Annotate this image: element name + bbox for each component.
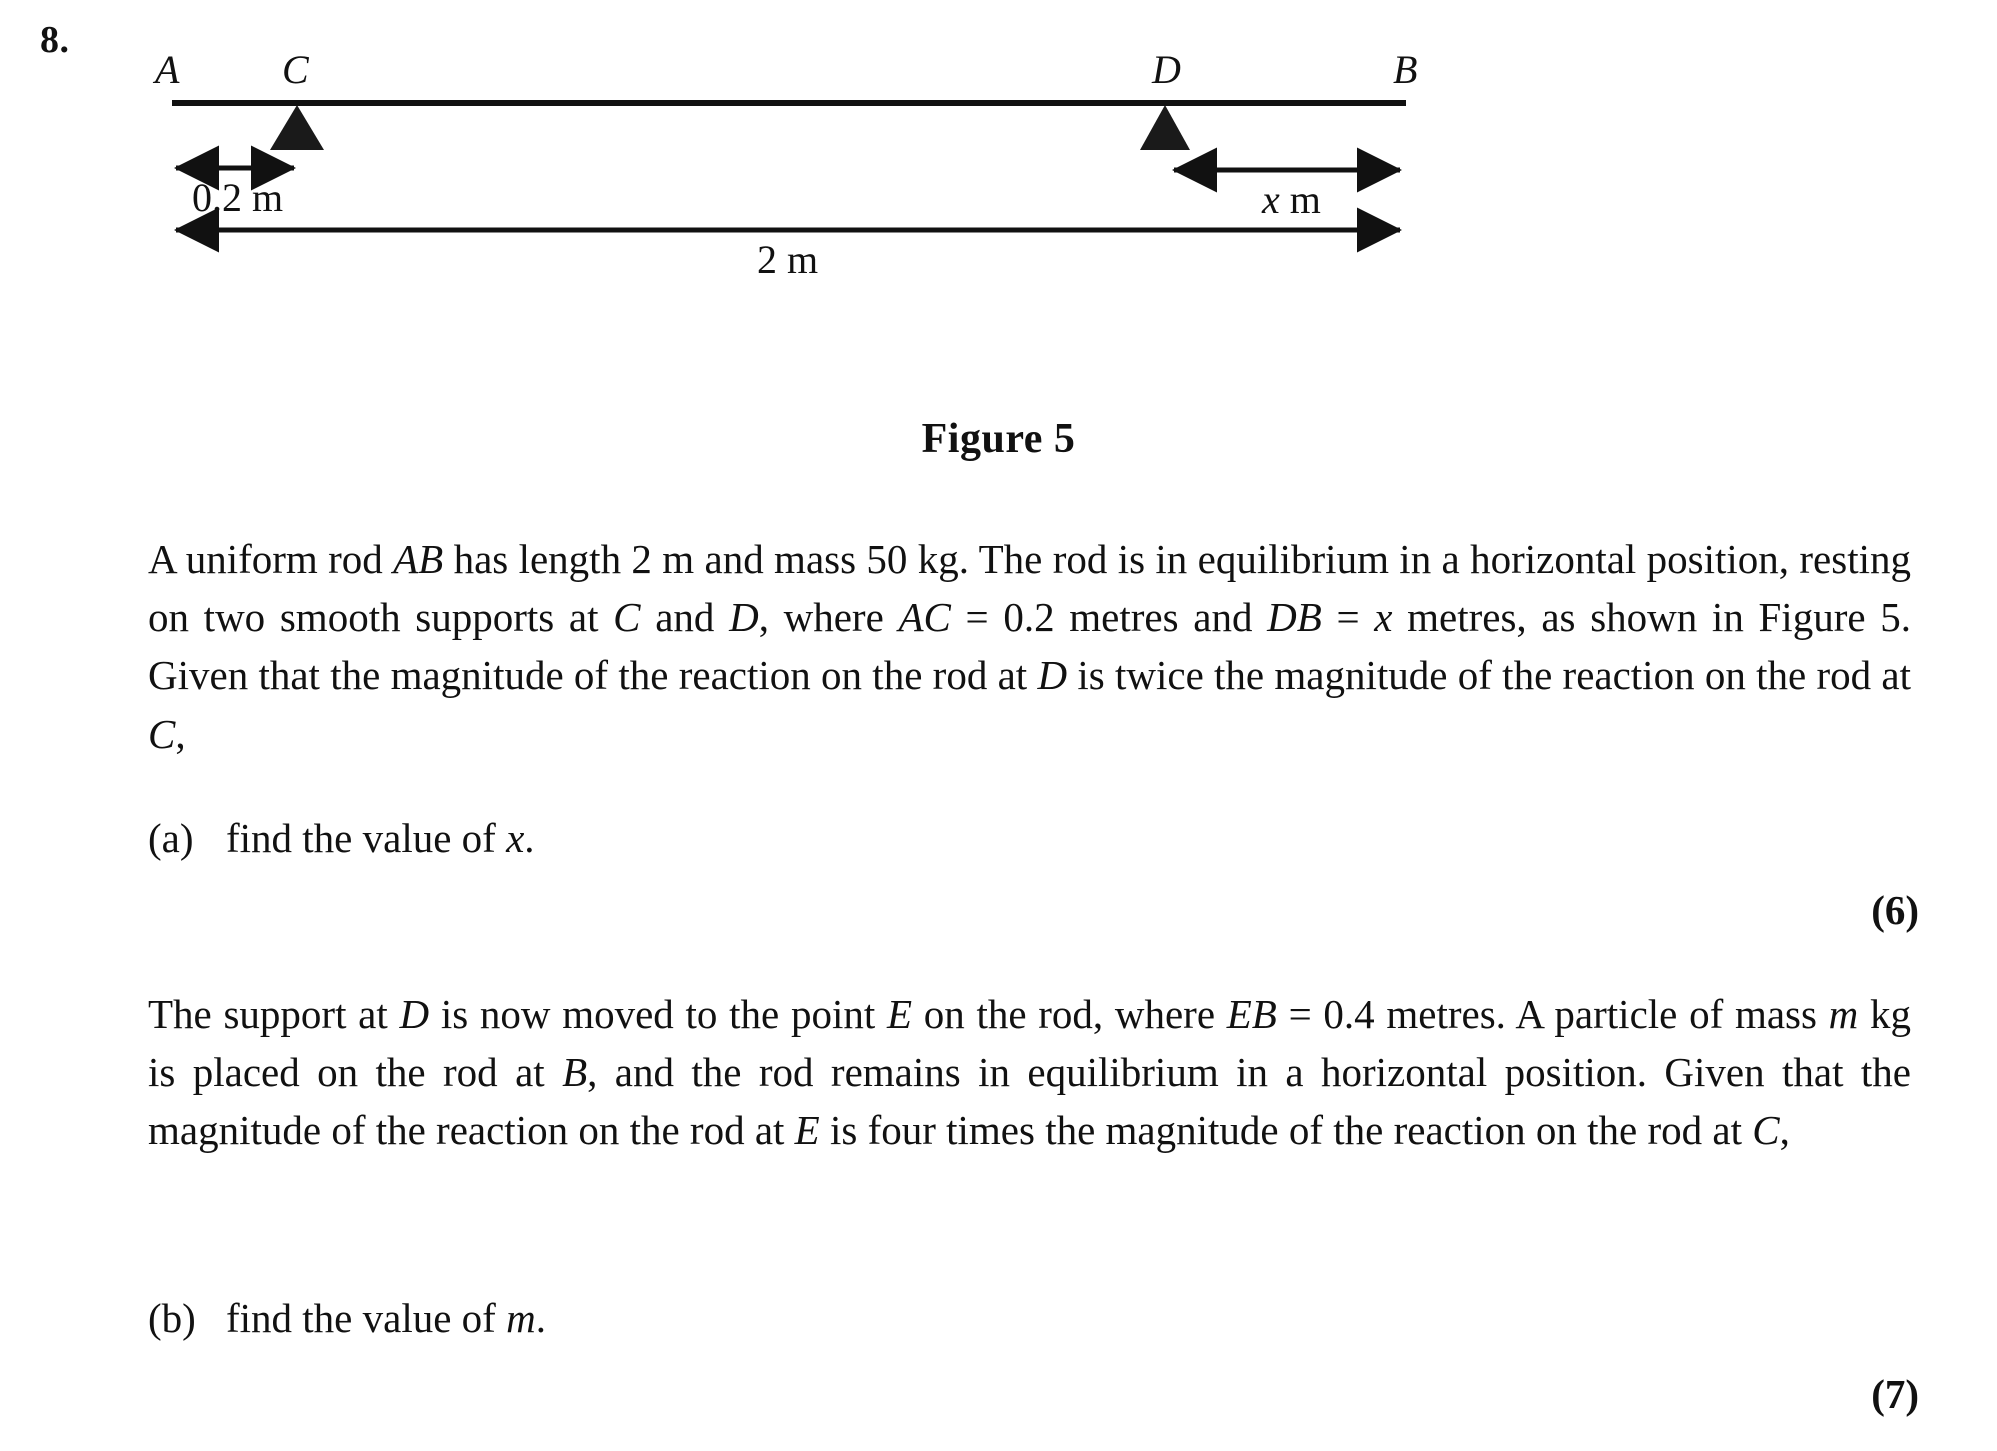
part-b-label: (b) [148, 1295, 196, 1341]
stem-text-8: is twice the magnitude of the reaction o… [1067, 652, 1911, 699]
stem-var-d2: D [1037, 652, 1068, 699]
stem-var-c2: C [148, 710, 176, 757]
point-label-b: B [1393, 47, 1418, 92]
stem-var-d: D [729, 594, 759, 641]
stem-text-7: metres, as shown in Figure 5. Given that… [148, 594, 1911, 699]
part-a-label: (a) [148, 815, 194, 861]
dimension-label-db-unit: m [1289, 177, 1321, 222]
part-a-marks: (6) [1871, 887, 1919, 933]
part-b-line: (b) find the value of m. [148, 1292, 546, 1345]
figure-caption: Figure 5 [921, 416, 1076, 462]
support-triangle-c [270, 105, 324, 150]
stem-var-db: DB [1267, 594, 1322, 641]
second-var-eb: EB [1226, 991, 1277, 1037]
second-var-e2: E [794, 1107, 820, 1154]
second-var-d: D [399, 991, 430, 1037]
stem-var-x: x [1374, 594, 1393, 641]
stem-text-6: = [1321, 594, 1375, 641]
stem-var-ab: AB [393, 536, 444, 582]
second-var-c: C [1752, 1107, 1780, 1154]
stem-text-3: and [640, 594, 730, 641]
second-var-e: E [886, 991, 912, 1037]
part-a-text-2: . [524, 815, 535, 861]
part-a-line: (a) find the value of x. [148, 812, 535, 865]
part-b-marks: (7) [1871, 1371, 1919, 1417]
stem-text-4: , where [758, 594, 899, 641]
question-second-paragraph: The support at D is now moved to the poi… [148, 985, 1911, 1160]
second-var-b: B [562, 1049, 588, 1096]
point-label-d: D [1152, 47, 1181, 92]
second-var-m: m [1828, 991, 1859, 1037]
part-a-variable: x [506, 815, 525, 861]
second-text-7: is four times the magnitude of the react… [819, 1107, 1753, 1154]
dimension-label-db: x m [1262, 180, 1321, 220]
stem-var-ac: AC [898, 594, 951, 641]
dimension-label-ac: 0.2 m [192, 175, 284, 220]
part-b-text-1: find the value of [226, 1295, 507, 1341]
stem-text-5: = 0.2 metres and [950, 594, 1268, 641]
second-text-3: on the rod, where [912, 991, 1227, 1037]
question-stem-paragraph: A uniform rod AB has length 2 m and mass… [148, 530, 1911, 763]
part-a-text-1: find the value of [226, 815, 507, 861]
question-number: 8. [40, 19, 70, 61]
second-text-6: , and the rod remains in equilibrium in … [148, 1049, 1911, 1154]
part-b-variable: m [506, 1295, 536, 1341]
dimension-label-ab: 2 m [757, 237, 819, 282]
second-text-2: is now moved to the point [429, 991, 887, 1037]
support-triangle-d [1140, 105, 1190, 150]
second-text-5: kg is placed on the rod at [148, 991, 1911, 1096]
point-label-a: A [155, 47, 180, 92]
second-text-8: , [1779, 1107, 1790, 1154]
part-b-text-2: . [535, 1295, 546, 1341]
second-text-4: = 0.4 metres. A particle of mass [1276, 991, 1829, 1037]
stem-text-2: has length 2 m and mass 50 kg. The rod i… [148, 536, 1911, 641]
figure-svg [172, 100, 1406, 253]
point-label-c: C [282, 47, 309, 92]
stem-var-c: C [613, 594, 641, 641]
stem-text-1: A uniform rod [148, 536, 394, 582]
stem-text-9: , [175, 710, 186, 757]
dimension-label-db-var: x [1262, 177, 1280, 222]
figure-5-diagram: A C D B 0.2 m x m 2 m [0, 0, 1997, 400]
second-text-1: The support at [148, 991, 400, 1037]
dimension-label-db-unit-space [1280, 177, 1290, 222]
